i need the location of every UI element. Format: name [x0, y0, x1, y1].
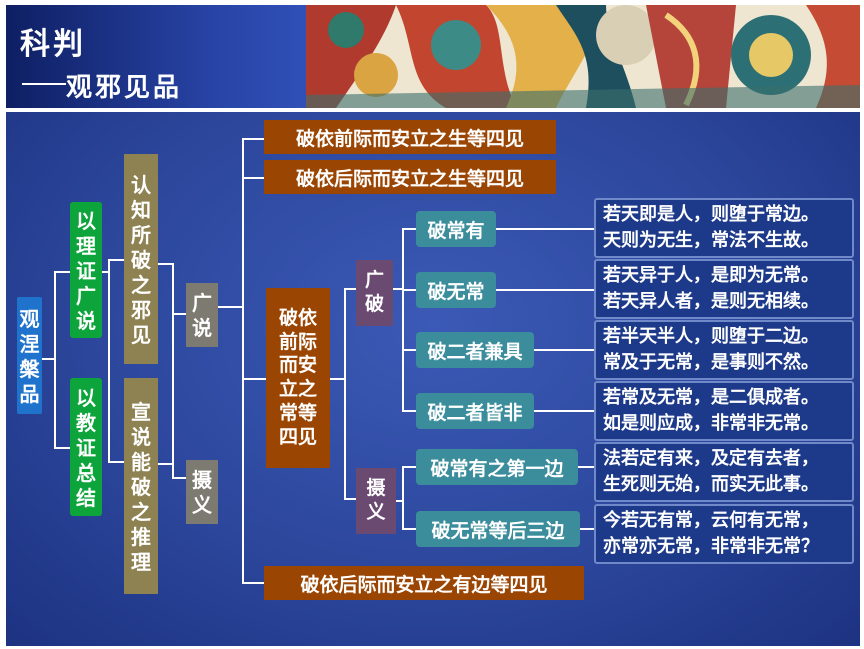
connector: [534, 410, 594, 412]
connector: [496, 289, 594, 291]
verse-box-4: 若常及无常，是二俱成者。如是则应成，非常非无常。: [594, 381, 854, 441]
verse-line: 常及于无常，是事则不然。: [603, 352, 819, 373]
sub-node-summary: 摄义: [356, 468, 396, 534]
connector: [158, 263, 172, 265]
level1-node-scripture: 以教证总结: [70, 378, 102, 516]
connector: [402, 228, 416, 230]
connector: [242, 582, 264, 584]
connector: [330, 378, 346, 380]
connector: [108, 259, 110, 463]
verse-box-1: 若天即是人，则堕于常边。天则为无生，常法不生故。: [594, 198, 854, 258]
verse-line: 若半天半人，则堕于二边。: [603, 326, 819, 347]
level3-node-extensive: 广说: [186, 283, 218, 347]
verse-line: 法若定有来，及定有去者，: [603, 448, 819, 469]
connector: [402, 466, 416, 468]
verse-line: 天则为无生，常法不生故。: [603, 230, 819, 251]
connector: [402, 466, 404, 530]
refute-node-future-arising: 破依后际而安立之生等四见: [264, 160, 556, 194]
branch-node-neither: 破二者皆非: [416, 393, 534, 429]
decorative-painting: [306, 5, 860, 108]
sub-node-extensive: 广破: [356, 260, 393, 326]
verse-box-5: 法若定有来，及定有去者， 生死则无始，而实无此事。: [594, 442, 854, 502]
connector: [344, 498, 356, 500]
verse-line: 今若无有常，云何有无常，: [603, 510, 819, 531]
connector: [242, 378, 266, 380]
level3-node-summary: 摄义: [186, 460, 218, 524]
slide-title: 科判: [20, 27, 86, 62]
connector: [242, 138, 244, 584]
verse-line: 亦常亦无常，非常非无常？: [603, 536, 819, 557]
connector: [108, 259, 124, 261]
refute-node-future-extremes: 破依后际而安立之有边等四见: [264, 566, 584, 600]
connector: [496, 228, 594, 230]
header-banner: 科判 观邪见品: [6, 5, 306, 108]
verse-line: 若天异人者，是则无相续。: [603, 291, 819, 312]
connector: [42, 358, 56, 360]
connector: [172, 263, 174, 479]
connector: [54, 447, 70, 449]
branch-node-latter-three: 破无常等后三边: [416, 511, 580, 547]
connector: [344, 288, 356, 290]
connector: [242, 177, 264, 179]
connector: [102, 271, 110, 273]
verse-box-3: 若半天半人，则堕于二边。常及于无常，是事则不然。: [594, 320, 854, 380]
connector: [344, 288, 346, 500]
connector: [242, 138, 264, 140]
connector: [534, 349, 594, 351]
branch-node-permanent: 破常有: [416, 211, 496, 247]
connector: [218, 306, 244, 308]
verse-line: 生死则无始，而实无此事。: [603, 474, 819, 495]
thangka-artwork-image: [306, 5, 860, 108]
root-node: 观涅槃品: [17, 297, 42, 414]
verse-box-6: 今若无有常，云何有无常， 亦常亦无常，非常非无常？: [594, 504, 854, 564]
title-dash: [22, 83, 66, 85]
refute-node-past-permanence: 破依前际而安立之常等四见: [266, 288, 330, 468]
connector: [580, 528, 594, 530]
verse-line: 若常及无常，是二俱成者。: [603, 387, 819, 408]
connector: [108, 461, 124, 463]
connector: [172, 477, 186, 479]
level1-node-reasoning: 以理证广说: [70, 202, 102, 338]
branch-node-first-extreme: 破常有之第一边: [416, 449, 578, 485]
verse-box-2: 若天异于人，是即为无常。若天异人者，是则无相续。: [594, 259, 854, 319]
connector: [402, 289, 416, 291]
branch-node-impermanent: 破无常: [416, 272, 496, 308]
connector: [402, 528, 416, 530]
connector: [402, 410, 416, 412]
connector: [578, 466, 594, 468]
connector: [54, 271, 56, 449]
slide-subtitle: 观邪见品: [66, 73, 183, 103]
connector: [393, 288, 403, 290]
connector: [158, 463, 174, 465]
connector: [54, 271, 70, 273]
refute-node-past-arising: 破依前际而安立之生等四见: [264, 120, 556, 154]
connector: [402, 349, 416, 351]
connector: [402, 228, 404, 412]
level2-node-reasoning: 宣说能破之推理: [124, 378, 158, 594]
verse-line: 如是则应成，非常非无常。: [603, 413, 819, 434]
connector: [396, 500, 404, 502]
verse-line: 若天即是人，则堕于常边。: [603, 204, 819, 225]
connector: [172, 313, 186, 315]
level2-node-views: 认知所破之邪见: [124, 154, 158, 364]
verse-line: 若天异于人，是即为无常。: [603, 265, 819, 286]
branch-node-both: 破二者兼具: [416, 332, 534, 368]
